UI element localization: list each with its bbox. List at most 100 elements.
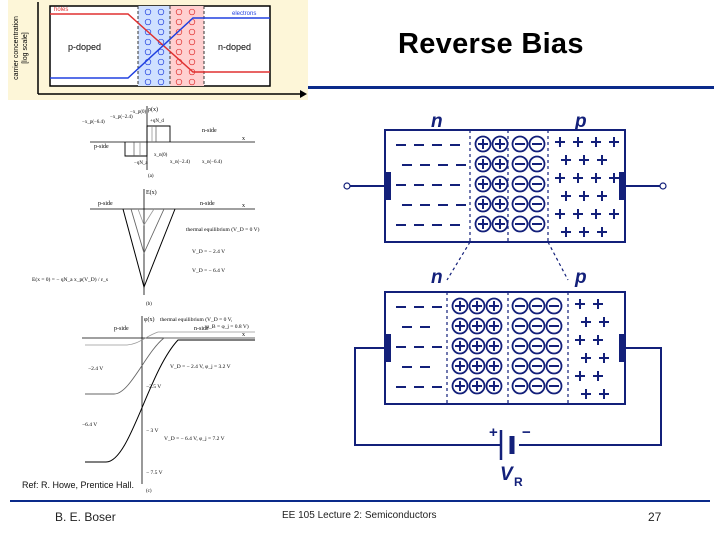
donor-ion-dot (175, 18, 183, 26)
holes-label: holes (54, 7, 68, 13)
plot-a-label-0: −x_p(−6.4) (82, 120, 105, 125)
acceptor-ion-dot (157, 38, 165, 46)
acceptor-ion-dot (144, 48, 152, 56)
plot-a-label-1: −x_p(−2.4) (110, 115, 133, 120)
plot-a-label-5: x_n(0) (154, 153, 168, 158)
expand-line-right (547, 241, 569, 281)
plot-a-x-label: x (242, 136, 245, 142)
acceptor-ion-dot (144, 78, 152, 86)
donor-ion-dot (188, 8, 196, 16)
plot-c-level-4: − 7.5 V (146, 470, 163, 476)
plot-b-curve-64 (122, 208, 176, 289)
electrons-curve (50, 17, 270, 79)
plot-c-label-3: V_D = − 6.4 V, φ_j = 7.2 V (164, 436, 225, 442)
donor-ion-dot (188, 58, 196, 66)
plot-b-n-side: n-side (200, 201, 215, 207)
donor-ion-dot (188, 28, 196, 36)
plot-c-curve-24 (85, 337, 255, 395)
acceptor-ion-dot (144, 38, 152, 46)
p-doped-label: p-doped (68, 42, 101, 52)
plot-b-x-label: x (242, 203, 245, 209)
y-axis-label-2: [log scale] (22, 32, 29, 64)
acceptor-ion-dot (157, 48, 165, 56)
plot-b-y-label: E(x) (146, 189, 157, 196)
title-underline (308, 86, 714, 89)
donor-ion-dot (175, 48, 183, 56)
plot-b-formula: E(x = 0) = − qN_a x_p(V_D) / ε_s (32, 276, 108, 283)
plot-a-y-label: ρ(x) (148, 106, 158, 113)
donor-ion-dot (175, 8, 183, 16)
acceptor-ion-dot (157, 28, 165, 36)
donor-ion-dot (175, 38, 183, 46)
top-right-contact (619, 172, 625, 200)
plot-c-y-label: φ(x) (144, 316, 154, 323)
y-axis-label-1: carrier concentration (13, 16, 20, 80)
holes-curve (50, 13, 270, 73)
plot-b-curve-0 (137, 208, 155, 226)
plot-c-n-side: n-side (194, 326, 209, 332)
acceptor-ion-dot (144, 68, 152, 76)
donor-ion-dot (188, 48, 196, 56)
junction-diagrams: n p n p + − V R (343, 111, 667, 489)
acceptor-ion-dot (157, 58, 165, 66)
top-p-label: p (574, 111, 587, 132)
acceptor-ion-dot (157, 8, 165, 16)
carrier-concentration-diagram: carrier concentration [log scale] holes … (8, 0, 308, 100)
acceptor-ion-dot (157, 18, 165, 26)
depletion-p-side (138, 6, 170, 86)
bottom-p-label: p (574, 267, 587, 288)
junction-ions (396, 135, 619, 399)
acceptor-ion-dot (144, 18, 152, 26)
plot-c-level-3: − 3 V (146, 428, 159, 434)
plot-b-label-2: V_D = − 6.4 V (192, 268, 225, 274)
top-left-contact (385, 172, 391, 200)
plot-c-p-side: p-side (114, 326, 129, 332)
plot-a-label-2: −x_p(0) (130, 110, 146, 115)
plot-a-label-6: x_n(−2.4) (170, 160, 190, 165)
acceptor-ion-dot (157, 78, 165, 86)
plot-b-label-0: thermal equilibrium (V_D = 0 V) (186, 226, 260, 233)
electric-field-plot: E(x) x p-side n-side thermal equilibrium… (32, 189, 260, 307)
plot-a-label-3: +qN_d (150, 119, 164, 124)
plot-a-step-mid (133, 126, 157, 156)
electrons-label: electrons (232, 11, 256, 17)
footer-rule (10, 500, 710, 502)
expand-line-left (446, 241, 471, 281)
plot-b-p-side: p-side (98, 201, 113, 207)
donor-ion-dot (188, 38, 196, 46)
plot-a-label-7: x_n(−6.4) (202, 160, 222, 165)
potential-plot: φ(x) x p-side n-side thermal equilibrium… (82, 316, 255, 494)
plot-a-label-4: −qN_a (134, 161, 148, 166)
plot-c-curve-64 (85, 339, 255, 463)
plot-c-curve-0 (85, 331, 255, 346)
plot-c-x-label: x (242, 332, 245, 338)
plot-a-caption: (a) (148, 174, 154, 179)
acceptor-ion-dot (144, 28, 152, 36)
battery-plus: + (489, 424, 498, 441)
plot-c-caption: (c) (146, 489, 152, 494)
plot-c-label-2: V_D = − 2.4 V, φ_j = 3.2 V (170, 364, 231, 370)
bottom-n-label: n (431, 267, 443, 288)
battery-subscript: R (514, 475, 523, 489)
plot-a-p-side: p-side (94, 144, 109, 150)
plot-b-caption: (b) (146, 302, 152, 307)
plot-a-n-side: n-side (202, 128, 217, 134)
battery-label: V (500, 464, 514, 485)
donor-ion-dot (175, 78, 183, 86)
plot-c-level-0: −2.4 V (88, 366, 103, 372)
top-right-terminal (659, 182, 667, 190)
acceptor-ion-dot (144, 8, 152, 16)
footer-lecture: EE 105 Lecture 2: Semiconductors (282, 510, 437, 521)
footer-author: B. E. Boser (55, 510, 116, 524)
top-n-label: n (431, 111, 443, 132)
bottom-left-contact (385, 334, 391, 362)
donor-ion-dot (175, 68, 183, 76)
plot-b-label-1: V_D = − 2.4 V (192, 249, 225, 255)
page-number: 27 (648, 510, 662, 524)
bottom-left-wire (354, 347, 501, 446)
plot-c-level-1: −2.5 V (146, 384, 161, 390)
plot-c-level-2: −6.4 V (82, 422, 97, 428)
bottom-right-wire (519, 347, 662, 446)
plot-b-curve-24 (130, 208, 165, 255)
top-left-terminal (343, 182, 351, 190)
